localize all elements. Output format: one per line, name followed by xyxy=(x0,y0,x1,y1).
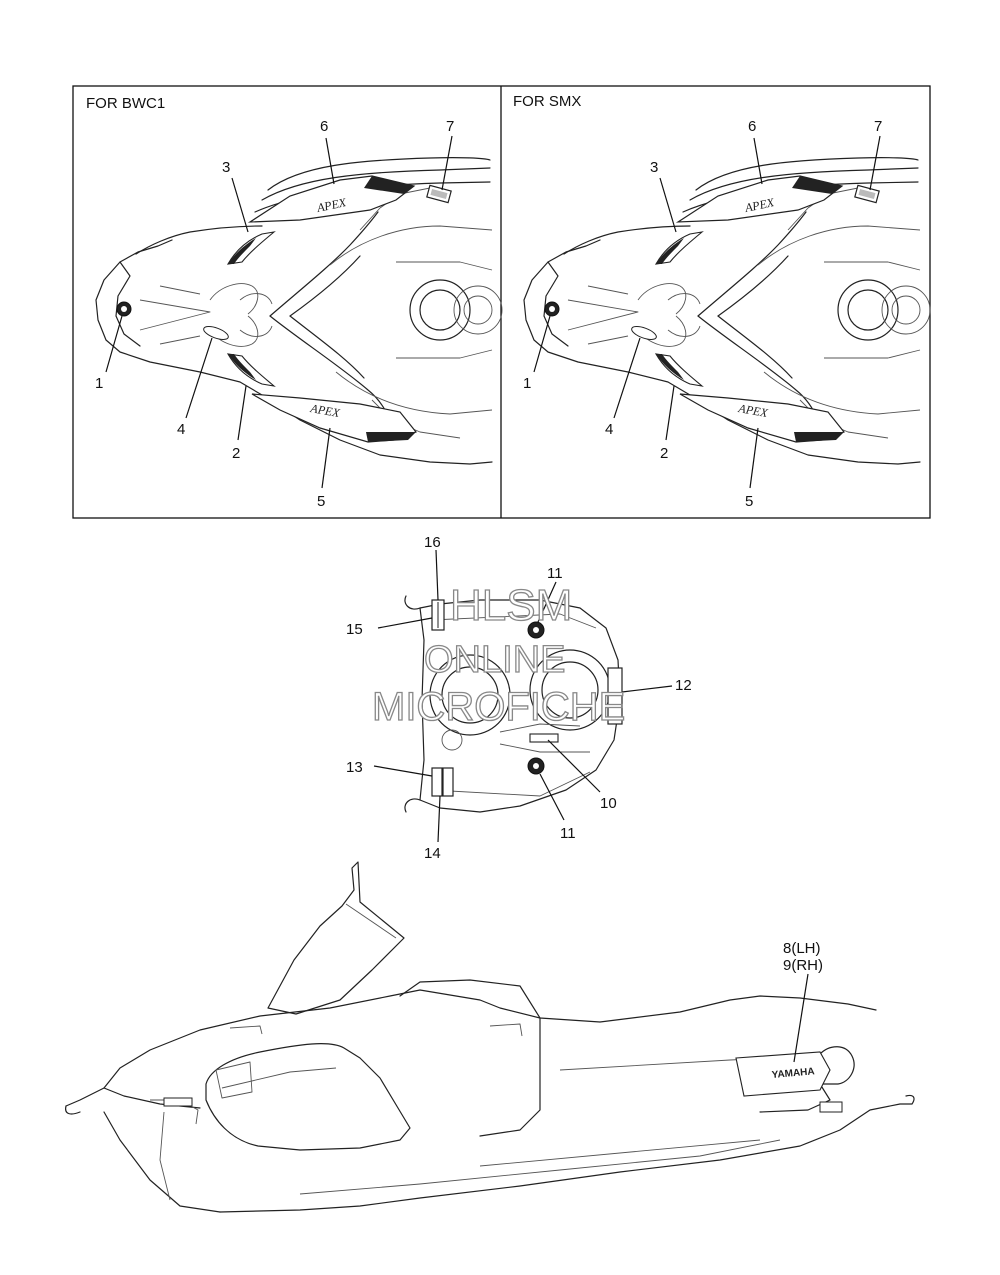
callout-4: 4 xyxy=(177,421,185,438)
watermark-line-2: ONLINE xyxy=(424,639,565,681)
callouts-bwc1: 1 2 3 4 5 6 7 xyxy=(95,118,454,510)
watermark: HLSM ONLINE MICROFICHE xyxy=(371,580,626,729)
callout-16: 16 xyxy=(424,534,441,551)
callouts-smx: 1 2 3 4 5 6 7 xyxy=(523,118,882,510)
leaders-smx xyxy=(533,135,881,489)
callout-10: 10 xyxy=(600,795,617,812)
callout-1: 1 xyxy=(523,375,531,392)
callout-4: 4 xyxy=(605,421,613,438)
callout-11-lower: 11 xyxy=(560,825,576,842)
apex-logo-lower-bwc1: APEX xyxy=(308,401,341,420)
apex-logo-upper-smx: APEX xyxy=(743,195,776,215)
leader-8-9 xyxy=(793,973,809,1063)
hood-drawing-smx xyxy=(523,157,931,465)
hood-drawing-bwc1 xyxy=(95,157,503,465)
callout-7: 7 xyxy=(446,118,454,135)
callout-7: 7 xyxy=(874,118,882,135)
callout-12: 12 xyxy=(675,677,692,694)
callout-9: 9(RH) xyxy=(783,957,823,974)
callout-14: 14 xyxy=(424,845,441,862)
callout-6: 6 xyxy=(748,118,756,135)
side-decal-text: YAMAHA xyxy=(771,1066,815,1081)
rear-view-drawing xyxy=(404,595,623,813)
leaders-bwc1 xyxy=(105,135,453,489)
leaders-rear xyxy=(373,549,673,843)
side-view-drawing xyxy=(65,861,915,1213)
panel-title-bwc1: FOR BWC1 xyxy=(86,95,165,112)
callout-6: 6 xyxy=(320,118,328,135)
callout-8: 8(LH) xyxy=(783,940,821,957)
callout-3: 3 xyxy=(650,159,658,176)
callout-2: 2 xyxy=(232,445,240,462)
callout-2: 2 xyxy=(660,445,668,462)
callout-5: 5 xyxy=(745,493,753,510)
panel-title-smx: FOR SMX xyxy=(513,93,581,110)
callout-1: 1 xyxy=(95,375,103,392)
apex-logo-upper-bwc1: APEX xyxy=(315,195,348,215)
watermark-line-1: HLSM xyxy=(450,581,572,630)
callouts-rear: 16 15 11 12 13 14 10 11 xyxy=(346,534,692,862)
callout-13: 13 xyxy=(346,759,363,776)
watermark-line-3: MICROFICHE xyxy=(372,685,625,729)
callout-3: 3 xyxy=(222,159,230,176)
callout-11-upper: 11 xyxy=(547,565,563,582)
callout-5: 5 xyxy=(317,493,325,510)
apex-logo-lower-smx: APEX xyxy=(736,401,769,420)
callout-15: 15 xyxy=(346,621,363,638)
